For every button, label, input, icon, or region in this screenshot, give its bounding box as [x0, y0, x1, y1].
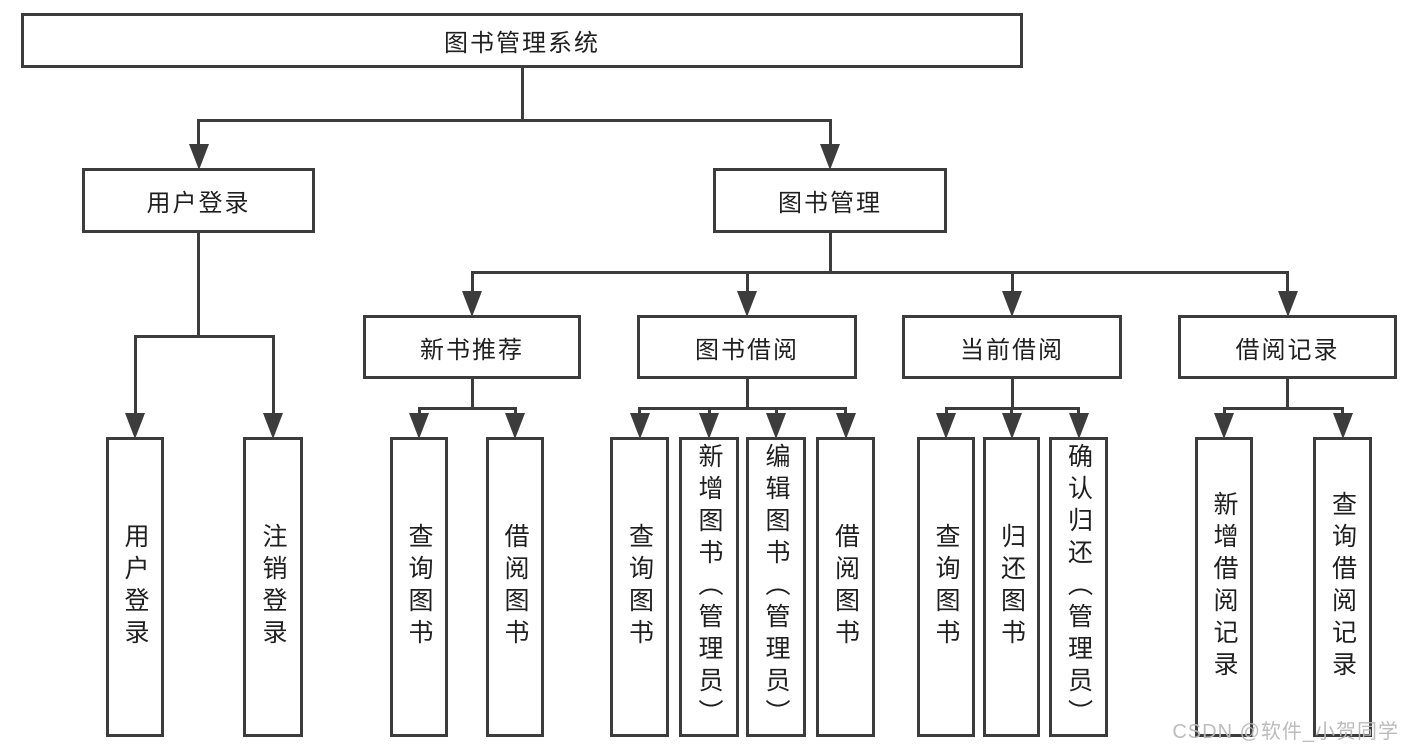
- node-label-borrow-record: 借阅记录: [1235, 336, 1340, 364]
- node-label-book-borrow: 图书借阅: [695, 336, 799, 364]
- arrowhead-down-leaf-br-add-record: [1214, 413, 1234, 439]
- node-label-leaf-cb-confirm: 确认归还（管理员）: [1064, 443, 1093, 731]
- node-label-leaf-bb-borrow: 借阅图书: [831, 523, 860, 651]
- edge-trunk-borrow-record: [1286, 379, 1289, 410]
- arrowhead-down-leaf-cb-query: [936, 413, 956, 439]
- arrowhead-down-borrow-record: [1277, 291, 1298, 317]
- arrowhead-down-new-book-rec: [462, 291, 482, 317]
- edge-drop-user-login: [197, 119, 200, 150]
- watermark: CSDN @软件_小贺同学: [1172, 721, 1399, 743]
- edge-bar-book-borrow: [638, 407, 847, 410]
- node-leaf-bb-add: 新增图书（管理员）: [679, 437, 739, 737]
- edge-drop-leaf-login: [133, 335, 137, 419]
- node-label-leaf-bb-query: 查询图书: [625, 523, 654, 651]
- arrowhead-down-leaf-rec-borrow: [505, 413, 525, 439]
- arrowhead-down-book-mgmt: [820, 144, 840, 170]
- arrowhead-down-leaf-br-query-record: [1332, 413, 1353, 439]
- node-borrow-record: 借阅记录: [1178, 315, 1397, 379]
- node-leaf-cb-query: 查询图书: [917, 437, 975, 737]
- node-book-mgmt: 图书管理: [713, 168, 947, 233]
- node-leaf-cb-return: 归还图书: [983, 437, 1040, 737]
- node-label-leaf-cb-query: 查询图书: [932, 523, 960, 651]
- arrowhead-down-leaf-cb-return: [1001, 413, 1022, 439]
- node-leaf-br-query-record: 查询借阅记录: [1313, 437, 1372, 737]
- node-label-current-borrow: 当前借阅: [960, 336, 1064, 364]
- node-label-leaf-rec-borrow: 借阅图书: [501, 523, 529, 651]
- edge-trunk-root: [520, 68, 524, 122]
- edge-trunk-user-login: [197, 233, 200, 338]
- node-leaf-logout: 注销登录: [243, 437, 303, 737]
- node-leaf-br-add-record: 新增借阅记录: [1195, 437, 1253, 737]
- edge-trunk-book-mgmt: [828, 233, 832, 274]
- node-new-book-rec: 新书推荐: [363, 315, 581, 379]
- node-leaf-bb-edit: 编辑图书（管理员）: [746, 437, 806, 737]
- arrowhead-down-leaf-bb-borrow: [835, 413, 856, 439]
- edge-drop-current-borrow: [1010, 271, 1014, 297]
- edge-trunk-new-book-rec: [470, 379, 474, 410]
- node-label-new-book-rec: 新书推荐: [420, 336, 524, 364]
- node-label-leaf-bb-add: 新增图书（管理员）: [695, 443, 723, 731]
- edge-drop-leaf-logout: [271, 335, 275, 419]
- arrowhead-down-leaf-bb-edit: [766, 413, 786, 439]
- node-user-login: 用户登录: [82, 168, 315, 233]
- edge-trunk-book-borrow: [745, 379, 749, 410]
- arrowhead-down-leaf-rec-query: [409, 413, 429, 439]
- node-label-leaf-rec-query: 查询图书: [405, 523, 433, 651]
- node-root: 图书管理系统: [21, 13, 1023, 68]
- edge-bar-root: [197, 119, 832, 122]
- node-label-root: 图书管理系统: [444, 30, 600, 57]
- edge-bar-book-mgmt: [470, 271, 1289, 274]
- node-current-borrow: 当前借阅: [902, 315, 1122, 379]
- node-leaf-cb-confirm: 确认归还（管理员）: [1049, 437, 1108, 737]
- arrowhead-down-leaf-bb-query: [629, 413, 650, 439]
- edge-bar-new-book-rec: [417, 407, 517, 410]
- node-label-leaf-bb-edit: 编辑图书（管理员）: [762, 443, 790, 731]
- edge-drop-borrow-record: [1286, 271, 1289, 297]
- node-label-leaf-login: 用户登录: [121, 523, 149, 651]
- node-label-leaf-br-add-record: 新增借阅记录: [1210, 491, 1238, 683]
- arrowhead-down-user-login: [188, 144, 209, 170]
- arrowhead-down-current-borrow: [1002, 291, 1022, 317]
- node-leaf-bb-query: 查询图书: [610, 437, 669, 737]
- edge-trunk-current-borrow: [1010, 379, 1014, 410]
- edge-bar-borrow-record: [1222, 407, 1344, 410]
- edge-drop-book-borrow: [745, 271, 749, 297]
- node-label-book-mgmt: 图书管理: [778, 190, 882, 217]
- arrowhead-down-leaf-bb-add: [699, 413, 719, 439]
- arrowhead-down-book-borrow: [737, 291, 757, 317]
- node-label-leaf-logout: 注销登录: [259, 523, 287, 651]
- node-leaf-login: 用户登录: [106, 437, 164, 737]
- node-label-leaf-cb-return: 归还图书: [997, 523, 1026, 651]
- node-book-borrow: 图书借阅: [637, 315, 857, 379]
- arrowhead-down-leaf-cb-confirm: [1068, 413, 1089, 439]
- node-leaf-rec-query: 查询图书: [390, 437, 448, 737]
- arrowhead-down-leaf-login: [125, 413, 145, 439]
- node-label-leaf-br-query-record: 查询借阅记录: [1328, 491, 1357, 683]
- edge-drop-book-mgmt: [828, 119, 832, 150]
- node-leaf-rec-borrow: 借阅图书: [486, 437, 544, 737]
- node-leaf-bb-borrow: 借阅图书: [816, 437, 875, 737]
- edge-drop-new-book-rec: [470, 271, 474, 297]
- node-label-user-login: 用户登录: [146, 190, 251, 217]
- arrowhead-down-leaf-logout: [263, 413, 283, 439]
- edge-bar-user-login: [133, 335, 275, 338]
